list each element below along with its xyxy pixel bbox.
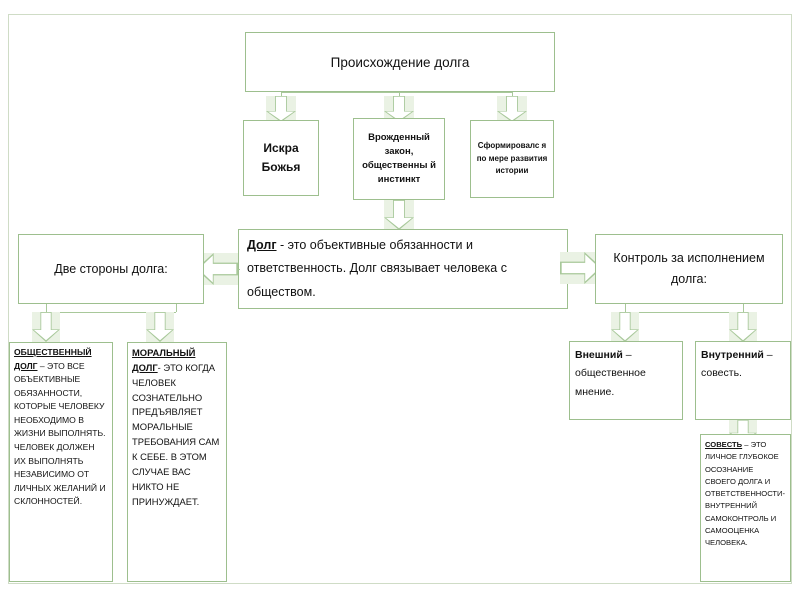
arrow-down-to-moral-duty <box>146 312 174 342</box>
control-header-box: Контроль за исполнением долга: <box>595 234 783 304</box>
control-header-label: Контроль за исполнением долга: <box>613 250 765 286</box>
two-sides-header-box: Две стороны долга: <box>18 234 204 304</box>
moral-duty-term: МОРАЛЬНЫЙ ДОЛГ <box>132 347 196 373</box>
origin-source-formed-history-label: Сформировалс я по мере развития истории <box>476 140 548 176</box>
connector-left-stem-b <box>176 304 177 312</box>
connector-left-bus <box>46 312 176 313</box>
arrow-down-to-definition <box>384 200 414 230</box>
arrow-down-to-innate-law <box>384 96 414 122</box>
connector-right-stem-b <box>743 304 744 312</box>
origin-source-spark-box: Искра Божья <box>243 120 319 196</box>
external-control-text: – общественное мнение. <box>575 349 646 398</box>
connector-origin-stem-mid <box>399 92 400 98</box>
definition-box: Долг - это объективные обязанности и отв… <box>238 229 568 309</box>
connector-right-stem-a <box>625 304 626 312</box>
moral-duty-box: МОРАЛЬНЫЙ ДОЛГ- ЭТО КОГДА ЧЕЛОВЕК СОЗНАТ… <box>127 342 227 582</box>
origin-source-innate-law-label: Врожденный закон, общественны й инстинкт <box>362 131 436 186</box>
definition-text: - это объективные обязанности и ответств… <box>247 238 507 299</box>
internal-control-text: – совесть. <box>701 349 773 380</box>
external-control-term: Внешний <box>575 349 623 361</box>
arrow-down-to-spark <box>266 96 296 122</box>
connector-origin-stem-left <box>281 92 282 98</box>
connector-origin-stem-right <box>512 92 513 98</box>
arrow-down-to-external-control <box>611 312 639 342</box>
origin-source-innate-law-box: Врожденный закон, общественны й инстинкт <box>353 118 445 200</box>
social-duty-text: – ЭТО ВСЕ ОБЪЕКТИВНЫЕ ОБЯЗАННОСТИ, КОТОР… <box>14 360 106 507</box>
arrow-down-to-internal-control <box>729 312 757 342</box>
conscience-term: СОВЕСТЬ <box>705 440 743 449</box>
connector-left-stem-a <box>46 304 47 312</box>
connector-origin-bus <box>281 92 512 93</box>
conscience-text: – ЭТО ЛИЧНОЕ ГЛУБОКОЕ ОСОЗНАНИЕ СВОЕГО Д… <box>705 440 786 548</box>
arrow-down-to-formed-history <box>497 96 527 122</box>
social-duty-term: ОБЩЕСТВЕННЫЙ ДОЛГ <box>14 347 92 371</box>
social-duty-box: ОБЩЕСТВЕННЫЙ ДОЛГ – ЭТО ВСЕ ОБЪЕКТИВНЫЕ … <box>9 342 113 582</box>
moral-duty-text: - ЭТО КОГДА ЧЕЛОВЕК СОЗНАТЕЛЬНО ПРЕДЪЯВЛ… <box>132 361 220 507</box>
connector-right-bus <box>625 312 743 313</box>
origin-title-box: Происхождение долга <box>245 32 555 92</box>
arrow-down-to-social-duty <box>32 312 60 342</box>
definition-term: Долг <box>247 238 277 253</box>
origin-title-label: Происхождение долга <box>330 54 470 70</box>
conscience-box: СОВЕСТЬ – ЭТО ЛИЧНОЕ ГЛУБОКОЕ ОСОЗНАНИЕ … <box>700 434 791 582</box>
origin-source-formed-history-box: Сформировалс я по мере развития истории <box>470 120 554 198</box>
external-control-box: Внешний – общественное мнение. <box>569 341 683 420</box>
two-sides-header-label: Две стороны долга: <box>54 262 168 276</box>
internal-control-term: Внутренний <box>701 349 764 361</box>
internal-control-box: Внутренний – совесть. <box>695 341 791 420</box>
origin-source-spark-label: Искра Божья <box>261 141 301 174</box>
